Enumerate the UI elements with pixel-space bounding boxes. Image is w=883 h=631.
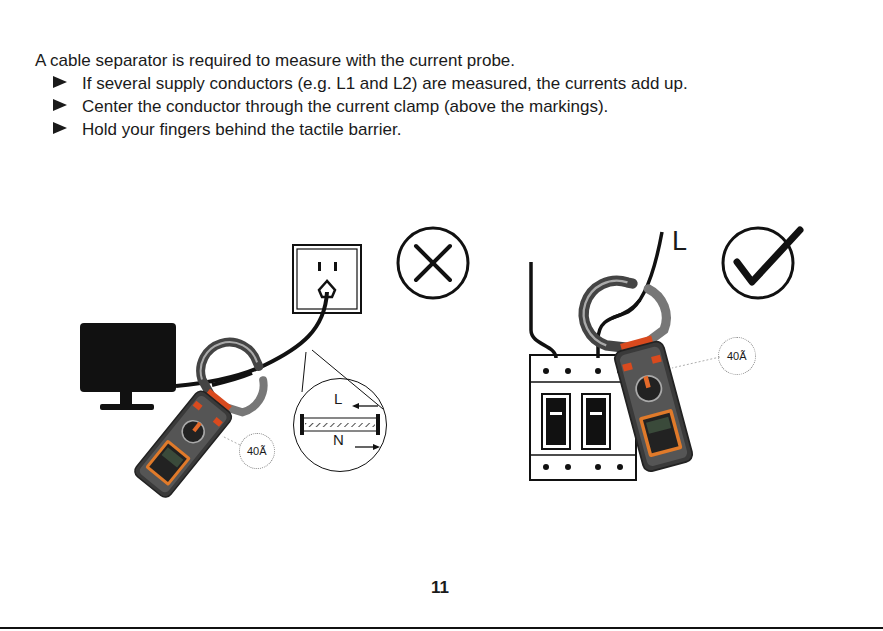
bullet-text: Center the conductor through the current… (82, 97, 608, 117)
bullet-text: If several supply conductors (e.g. L1 an… (82, 74, 688, 94)
callout-circle: 40Ã (239, 433, 275, 469)
conductor-label: N (333, 431, 344, 448)
zoom-circle: LN (293, 378, 387, 472)
conductor-label: L (334, 390, 342, 407)
wire-label: L (672, 226, 687, 257)
rating-label: 40Ã (727, 350, 747, 362)
note-text: A cable separator is required to measure… (35, 51, 515, 71)
rating-label: 40Ã (247, 445, 267, 457)
bullet-text: Hold your fingers behind the tactile bar… (82, 120, 401, 140)
callout-circle: 40Ã (718, 337, 756, 375)
page-number: 11 (431, 578, 449, 598)
